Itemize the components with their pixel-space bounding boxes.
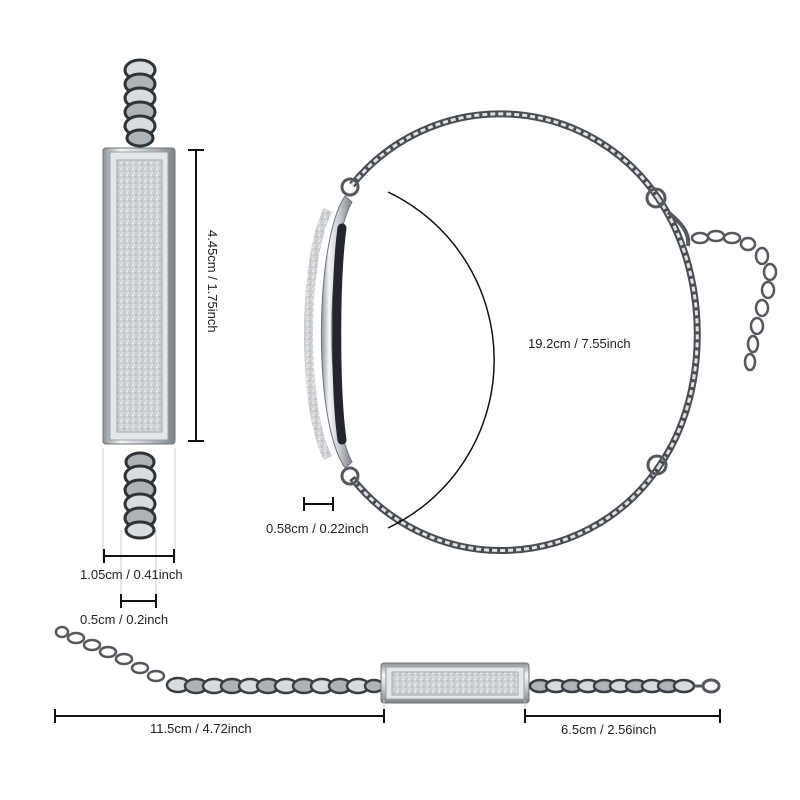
- pendant-height-label: 4.45cm / 1.75inch: [205, 230, 220, 333]
- band-thickness-dimension-line: [303, 497, 334, 511]
- bracelet-front-view-icon: [102, 58, 176, 540]
- pendant-width-label: 1.05cm / 0.41inch: [80, 567, 183, 582]
- short-side-length-label: 6.5cm / 2.56inch: [561, 722, 657, 737]
- top-chain-links: [123, 58, 157, 148]
- chain-width-label: 0.5cm / 0.2inch: [80, 612, 169, 627]
- long-side-length-label: 11.5cm / 4.72inch: [150, 721, 252, 736]
- bracelet-flat-view-icon: [54, 625, 721, 704]
- band-thickness-label: 0.58cm / 0.22inch: [266, 521, 369, 536]
- band-circumference-label: 19.2cm / 7.55inch: [528, 336, 631, 351]
- flat-view-dimension-lines: [54, 700, 721, 723]
- bottom-chain-links: [123, 451, 157, 540]
- bracelet-side-view-icon: [304, 110, 778, 554]
- front-view-dimension-lines: [102, 149, 204, 608]
